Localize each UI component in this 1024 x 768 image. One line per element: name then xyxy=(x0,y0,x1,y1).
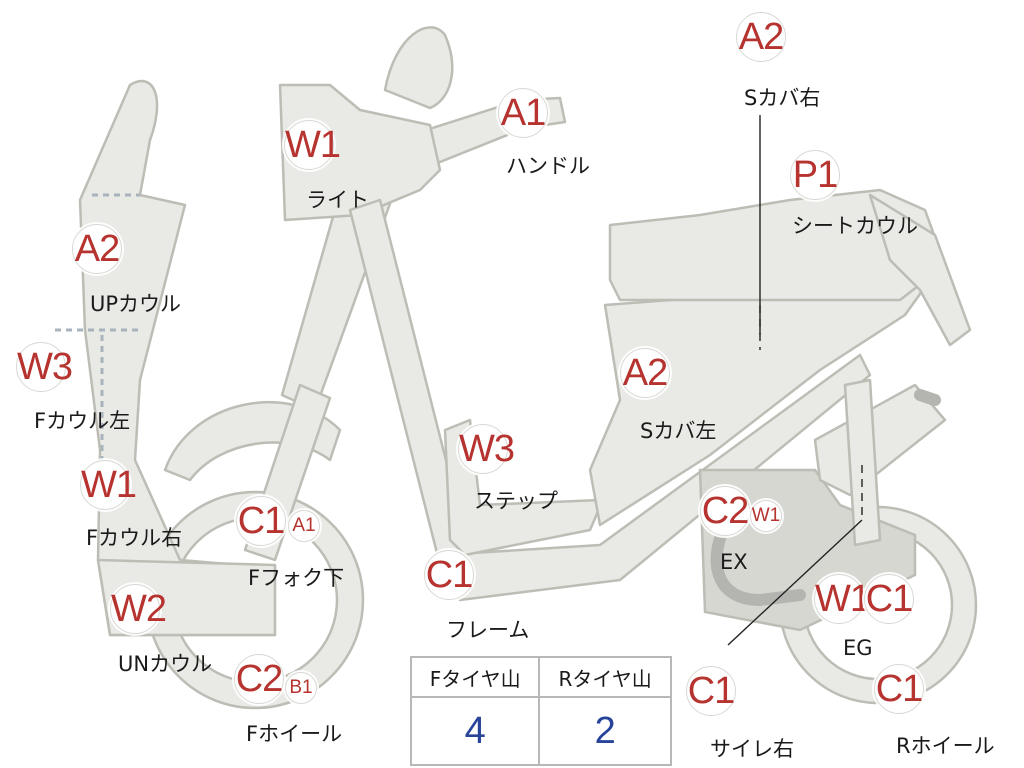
grade-badge-frame: C1 xyxy=(424,550,474,600)
label-step: ステップ xyxy=(474,489,558,513)
label-under-cowl: UNカウル xyxy=(118,652,213,676)
grade-badge-side-cover-left: A2 xyxy=(620,348,670,398)
label-front-fork-lower: Fフォク下 xyxy=(248,566,345,590)
grade-badge-seat-cowl: P1 xyxy=(790,150,840,200)
label-side-cover-left: Sカバ左 xyxy=(640,419,717,443)
label-silencer-right: サイレ右 xyxy=(710,737,794,761)
label-front-wheel: Fホイール xyxy=(246,722,343,746)
label-handle: ハンドル xyxy=(506,154,590,178)
grade-badge-under-cowl: W2 xyxy=(110,584,167,634)
grade-badge-silencer-right: C1 xyxy=(686,666,736,716)
grade-badge-step: W3 xyxy=(458,424,515,474)
grade-badge-front-cowl-right: W1 xyxy=(80,460,137,510)
label-light: ライト xyxy=(306,188,369,212)
grade-badge-upper-cowl: A2 xyxy=(72,224,122,274)
extra-grade-badge-front-wheel: B1 xyxy=(285,672,317,704)
label-exhaust: EX xyxy=(720,550,748,574)
silencer-shape xyxy=(813,383,947,497)
rear-shock-shape xyxy=(843,378,882,547)
grade-badge-exhaust: C2 xyxy=(700,486,750,536)
rear-tire-header: Rタイヤ山 xyxy=(538,656,672,698)
label-seat-cowl: シートカウル xyxy=(792,214,918,238)
grade-badge-side-cover-right: A2 xyxy=(736,12,786,62)
extra-grade-badge-front-fork-lower: A1 xyxy=(288,510,320,542)
extra-grade-badge-exhaust: W1 xyxy=(750,500,782,532)
label-frame: フレーム xyxy=(446,618,530,642)
rear-tire-value: 2 xyxy=(538,696,672,766)
headlight-shape xyxy=(278,83,442,222)
front-tire-value: 4 xyxy=(409,696,541,766)
grade-badge-rear-wheel: C1 xyxy=(874,664,924,714)
tail-shape xyxy=(868,193,972,347)
grade-badge-light: W1 xyxy=(284,120,341,170)
silencer-tip-shape xyxy=(914,389,941,406)
label-upper-cowl: UPカウル xyxy=(90,292,182,316)
grade-badge-front-fork-lower: C1 xyxy=(236,496,286,546)
extra-grade-badge-engine: C1 xyxy=(864,574,914,624)
label-front-cowl-left: Fカウル左 xyxy=(34,409,131,433)
tire-tread-table: Fタイヤ山 Rタイヤ山 4 2 xyxy=(409,656,672,766)
label-rear-wheel: Rホイール xyxy=(896,734,995,758)
windscreen-shape xyxy=(383,26,454,110)
label-front-cowl-right: Fカウル右 xyxy=(86,526,183,550)
grade-badge-front-cowl-left: W3 xyxy=(16,342,73,392)
label-side-cover-right: Sカバ右 xyxy=(744,86,821,110)
grade-badge-handle: A1 xyxy=(498,88,548,138)
front-tire-header: Fタイヤ山 xyxy=(409,656,541,698)
grade-badge-front-wheel: C2 xyxy=(234,654,284,704)
grade-badge-engine: W1 xyxy=(814,574,871,624)
label-engine: EG xyxy=(843,636,873,660)
